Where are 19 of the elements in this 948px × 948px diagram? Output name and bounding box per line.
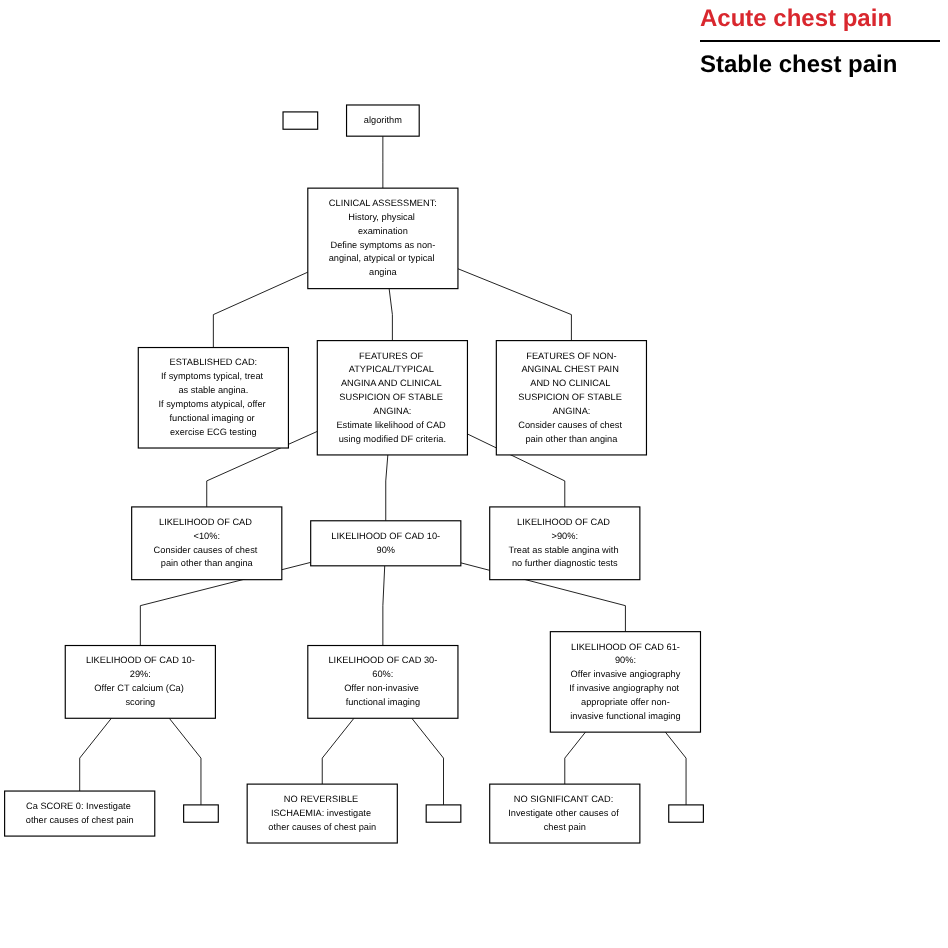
connector [388, 288, 393, 342]
connector [206, 430, 318, 508]
section-label: Acute chest pain [700, 4, 895, 32]
connector [382, 565, 386, 646]
node-box [425, 804, 462, 823]
node-box [668, 804, 704, 823]
connector [321, 717, 355, 785]
connector [382, 135, 384, 189]
connector [457, 268, 572, 342]
connector [168, 717, 202, 806]
connector [664, 731, 687, 806]
connector [385, 454, 389, 522]
section-label: Stable chest pain [700, 50, 900, 78]
connector [212, 271, 309, 348]
connector [411, 717, 444, 806]
node-box [282, 111, 319, 130]
connector [79, 717, 112, 792]
node-box [183, 804, 219, 823]
connector [564, 731, 586, 785]
